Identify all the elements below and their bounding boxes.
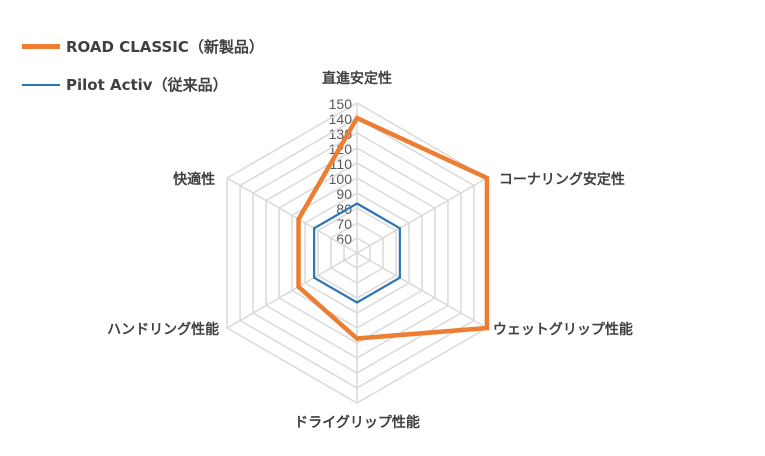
series-line-1 [313,202,401,304]
legend-item-pilot-activ: Pilot Activ（従来品） [22,74,228,95]
legend-label: Pilot Activ（従来品） [66,76,228,94]
axis-spoke [356,177,488,254]
legend-item-road-classic: ROAD CLASSIC（新製品） [22,36,264,57]
series-line-0 [296,115,490,341]
legend-swatch [22,83,60,86]
axis-label: コーナリング安定性 [499,171,625,188]
axis-spoke [226,177,358,254]
axis-label: ハンドリング性能 [107,321,219,338]
tick-label: 150 [329,96,353,112]
axis-spoke [356,252,488,329]
tick-label: 140 [329,111,353,127]
tick-label: 100 [329,171,353,187]
legend-swatch [22,44,60,49]
axis-label: 直進安定性 [322,70,392,87]
axis-spoke [226,252,358,329]
axis-label: 快適性 [173,171,215,188]
axis-label: ウェットグリップ性能 [493,321,633,338]
tick-label: 90 [336,186,352,202]
tick-label: 70 [336,216,352,232]
legend-label: ROAD CLASSIC（新製品） [66,38,264,56]
axis-label: ドライグリップ性能 [294,414,420,431]
